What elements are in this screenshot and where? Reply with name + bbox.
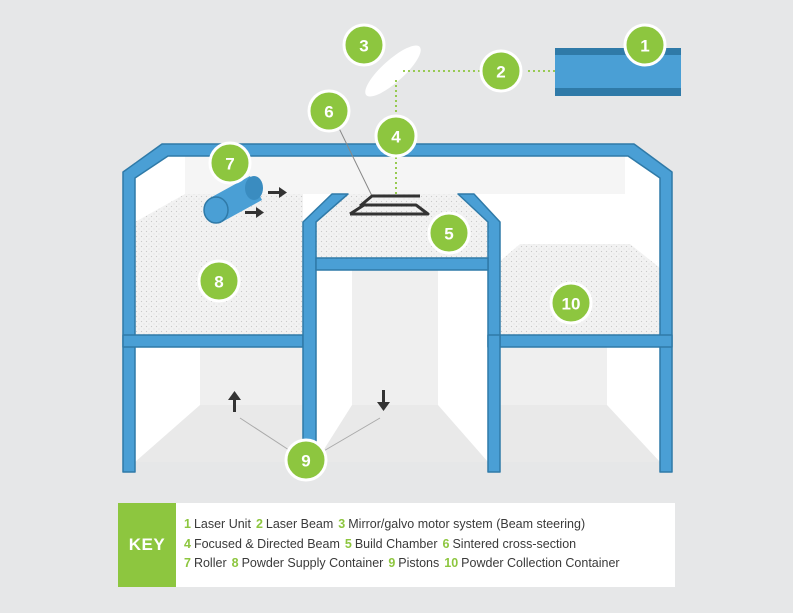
roller-direction-arrow (245, 187, 287, 218)
key-item-label: Powder Supply Container (241, 556, 384, 570)
svg-text:3: 3 (359, 37, 368, 56)
badge-pistons: 9 (284, 438, 328, 482)
svg-text:8: 8 (214, 273, 223, 292)
badge-roller: 7 (208, 141, 252, 185)
badge-focused-beam: 4 (374, 114, 418, 158)
badge-mirror: 3 (342, 23, 386, 67)
key-item-number: 6 (442, 536, 450, 551)
key-item-label: Pistons (398, 556, 440, 570)
key-item-label: Roller (193, 556, 227, 570)
key-item-label: Mirror/galvo motor system (Beam steering… (348, 517, 586, 531)
key-item-number: 10 (444, 556, 459, 570)
key-item-number: 3 (338, 517, 346, 531)
key-item-number: 7 (184, 556, 191, 570)
badge-powder-supply: 8 (197, 259, 241, 303)
key-item-label: Laser Unit (193, 517, 251, 531)
roller (203, 176, 263, 224)
key-item-label: Powder Collection Container (461, 556, 620, 570)
key-item-number: 5 (344, 536, 352, 551)
svg-text:6: 6 (324, 103, 333, 122)
svg-text:5: 5 (444, 225, 453, 244)
svg-text:4: 4 (391, 128, 401, 147)
key-item-label: Focused & Directed Beam (193, 536, 340, 551)
piston-up-arrow (228, 391, 241, 412)
key-item-number: 2 (255, 517, 263, 531)
pistons-pointer (239, 417, 381, 453)
key-item-label: Sintered cross-section (452, 536, 577, 551)
sintered-cross-section (349, 194, 430, 216)
key-item-number: 4 (184, 536, 191, 551)
badge-laser-beam: 2 (479, 49, 523, 93)
key-item-number: 9 (388, 556, 396, 570)
badge-laser-unit: 1 (623, 23, 667, 67)
laser-beam-path (395, 70, 555, 196)
key-item-label: Build Chamber (354, 536, 438, 551)
svg-text:1: 1 (640, 37, 649, 56)
key-item-label: Laser Beam (265, 517, 334, 531)
badge-powder-collection: 10 (549, 281, 593, 325)
svg-text:7: 7 (225, 155, 234, 174)
cross-section-pointer (334, 119, 373, 197)
mirror (365, 45, 421, 97)
svg-text:2: 2 (496, 63, 505, 82)
piston-down-arrow (377, 390, 390, 411)
svg-text:9: 9 (301, 452, 310, 471)
key-item-number: 8 (231, 556, 239, 570)
key-title: KEY (118, 503, 176, 587)
badge-build-chamber: 5 (427, 211, 471, 255)
badge-cross-section: 6 (307, 89, 351, 133)
key-item-number: 1 (184, 517, 191, 531)
svg-text:10: 10 (562, 295, 581, 314)
